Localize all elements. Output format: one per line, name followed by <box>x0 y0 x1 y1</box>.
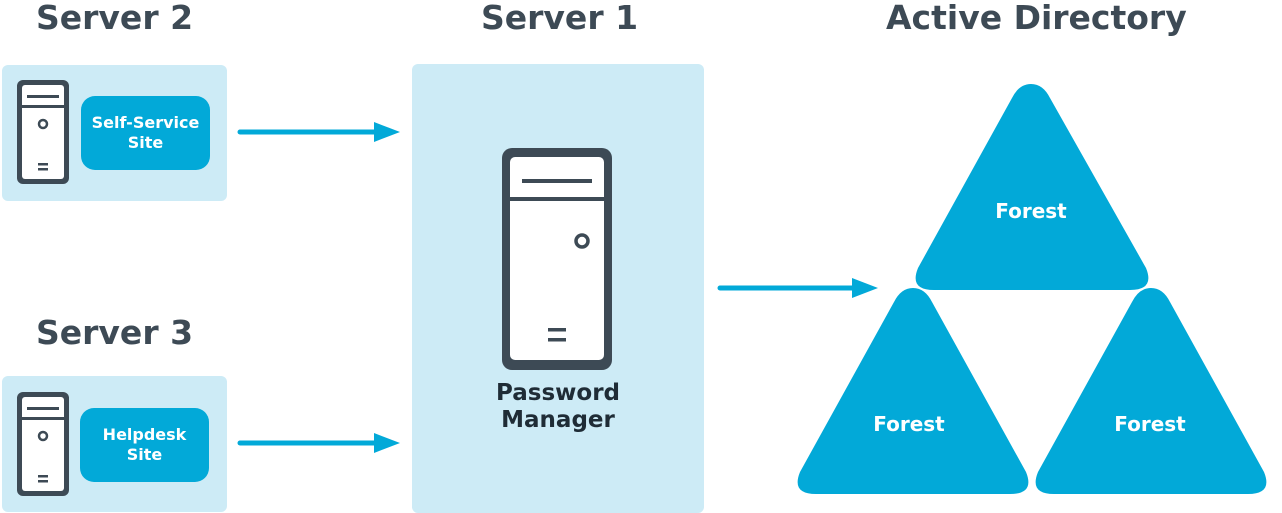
forest-triangle-left <box>797 288 1029 494</box>
forest-label-top: Forest <box>995 199 1067 223</box>
arrow-server3-to-server1 <box>237 433 400 453</box>
forest-label-left: Forest <box>873 412 945 436</box>
server-tower-icon <box>17 392 69 496</box>
heading-server-3: Server 3 <box>36 313 194 352</box>
heading-active-directory: Active Directory <box>886 0 1187 37</box>
forest-triangle-top <box>915 84 1149 290</box>
server-tower-icon <box>502 148 612 370</box>
self-service-site: Self-Service Site <box>81 96 210 170</box>
helpdesk-site: Helpdesk Site <box>80 408 209 482</box>
self-service-site-line2: Site <box>127 133 164 152</box>
helpdesk-site-line1: Helpdesk <box>102 425 187 444</box>
heading-server-1: Server 1 <box>481 0 639 37</box>
password-manager-line2: Manager <box>501 407 615 433</box>
password-manager-line1: Password <box>496 380 620 406</box>
forest-triangle-right <box>1035 288 1267 494</box>
forest-label-right: Forest <box>1114 412 1186 436</box>
arrow-server2-to-server1 <box>237 122 400 142</box>
self-service-site-line1: Self-Service <box>91 113 200 132</box>
arrow-server1-to-active-directory <box>717 278 878 298</box>
helpdesk-site-line2: Site <box>126 445 163 464</box>
heading-server-2: Server 2 <box>36 0 194 37</box>
server-tower-icon <box>17 80 69 184</box>
password-manager-label: Password Manager <box>412 380 704 434</box>
